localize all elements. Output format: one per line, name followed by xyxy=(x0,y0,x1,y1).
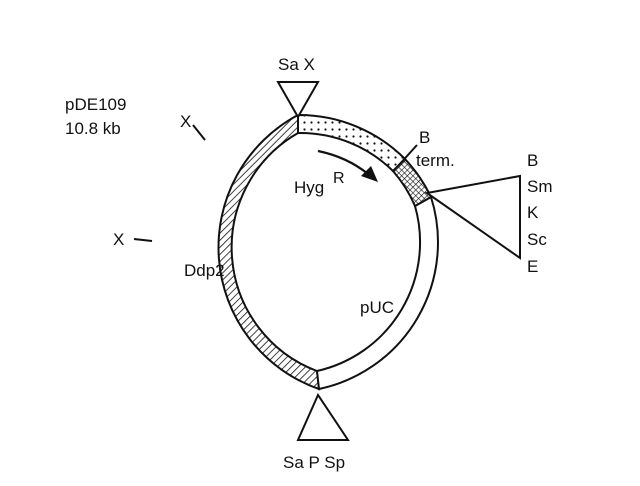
hyg-arrowhead xyxy=(361,166,378,182)
x-upper-tick xyxy=(192,124,206,141)
terminator-segment xyxy=(391,157,433,208)
hyg-label: Hyg xyxy=(294,178,324,197)
bottom-insertion-triangle xyxy=(296,392,350,441)
mcs-triangle xyxy=(424,174,521,260)
plasmid-size: 10.8 kb xyxy=(65,119,121,138)
puc-segment xyxy=(315,195,439,391)
ddp2-segment xyxy=(217,113,321,391)
x-left-label: X xyxy=(113,230,124,249)
hyg-superscript: R xyxy=(333,170,345,187)
b-site-label: B xyxy=(419,128,430,147)
x-upper-label: X xyxy=(180,112,191,131)
b-site-tick xyxy=(397,144,418,167)
mcs-label-0: B xyxy=(527,151,538,170)
puc-label: pUC xyxy=(360,298,394,317)
mcs-label-4: E xyxy=(527,257,538,276)
x-left-tick xyxy=(133,238,153,242)
plasmid-name: pDE109 xyxy=(65,95,126,114)
mcs-label-3: Sc xyxy=(527,230,547,249)
top-sites-label: Sa X xyxy=(278,55,315,74)
ddp2-label: Ddp2 xyxy=(184,261,225,280)
hyg-direction-arrow xyxy=(317,149,369,175)
mcs-label-2: K xyxy=(527,203,539,222)
bottom-sites-label: Sa P Sp xyxy=(283,453,345,472)
mcs-label-1: Sm xyxy=(527,177,553,196)
top-insertion-triangle xyxy=(276,81,320,120)
term-label: term. xyxy=(416,151,455,170)
